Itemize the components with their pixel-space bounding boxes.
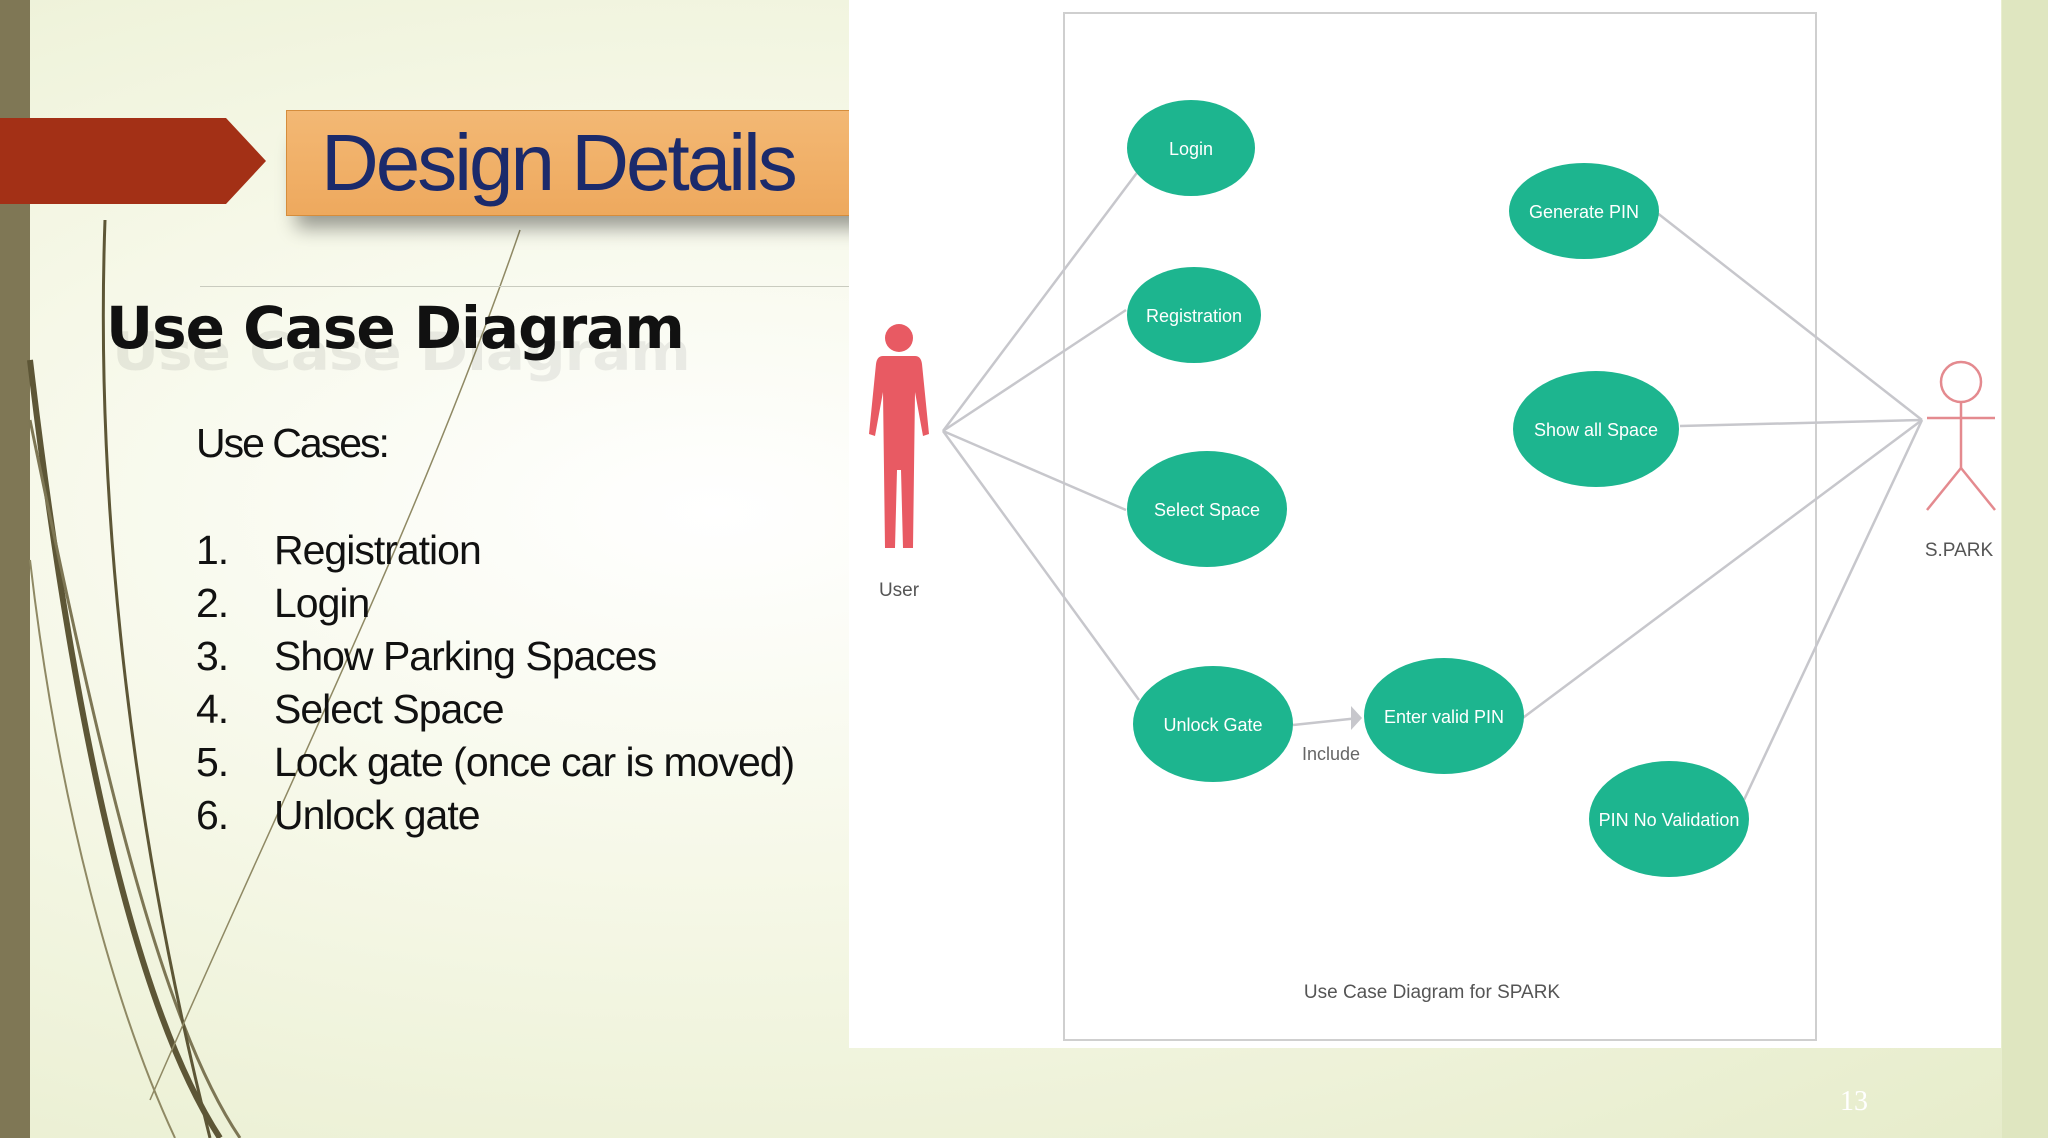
list-item: 1. Registration (196, 527, 794, 580)
use-case-diagram: Login Registration Select Space Unlock G… (869, 12, 1996, 1041)
list-item-number: 6. (196, 792, 229, 838)
use-cases-heading: Use Cases: (196, 420, 390, 466)
list-item: 5. Lock gate (once car is moved) (196, 739, 795, 792)
list-item-number: 1. (196, 527, 229, 573)
use-case-labels: Login Registration Select Space Unlock G… (1146, 139, 1739, 830)
list-item-text: Unlock gate (274, 792, 481, 838)
list-item-text: Select Space (274, 686, 505, 732)
include-label: Include (1302, 744, 1360, 764)
title-arrow (0, 118, 266, 204)
use-case-pin-validation (1589, 761, 1749, 877)
use-case-label: Unlock Gate (1163, 715, 1262, 735)
subtitle-reflection: Use Case Diagram (112, 321, 691, 383)
use-case-registration (1127, 267, 1261, 363)
person-figure-icon (869, 324, 929, 548)
list-item-text: Lock gate (once car is moved) (274, 739, 795, 785)
list-item-number: 2. (196, 580, 229, 626)
use-case-label: Select Space (1154, 500, 1260, 520)
list-item: 2. Login (196, 580, 794, 633)
list-item-number: 3. (196, 633, 229, 679)
use-case-generate-pin (1509, 163, 1659, 259)
use-case-list: 1. Registration 2. Login 3. Show Parking Sp… (196, 527, 795, 845)
use-case-label: PIN No Validation (1599, 810, 1740, 830)
use-case-show-all-space (1513, 371, 1679, 487)
list-item: 4. Select Space (196, 686, 794, 739)
use-case-label: Generate PIN (1529, 202, 1639, 222)
list-item: 3. Show Parking Spaces (196, 633, 794, 686)
use-case-label: Enter valid PIN (1384, 707, 1504, 727)
list-item-text: Registration (274, 527, 482, 573)
include-arrowhead (1351, 706, 1362, 730)
title-divider (200, 286, 850, 287)
right-accent-bar (2002, 0, 2048, 1138)
use-case-label: Show all Space (1534, 420, 1658, 440)
list-item-number: 5. (196, 739, 229, 785)
list-item: 6. Unlock gate (196, 792, 794, 845)
use-case-label: Registration (1146, 306, 1242, 326)
list-item-text: Login (274, 580, 370, 626)
decorative-swoosh (27, 219, 521, 1138)
association-lines (941, 169, 1924, 801)
use-case-label: Login (1169, 139, 1213, 159)
page-number: 13 (1840, 1086, 1868, 1117)
slide-subtitle: Use Case Diagram (106, 294, 685, 362)
use-case-login (1127, 100, 1255, 196)
use-case-ellipses (1127, 100, 1749, 877)
diagram-caption: Use Case Diagram for SPARK (1304, 982, 1561, 1003)
list-item-text: Show Parking Spaces (274, 633, 657, 679)
slide-title: Design Details (321, 118, 798, 207)
use-case-select-space (1127, 451, 1287, 567)
actor-label-spark: S.PARK (1925, 540, 1994, 561)
use-case-diagram-image: Login Registration Select Space Unlock G… (849, 0, 2001, 1048)
stick-figure-icon (1926, 360, 1996, 511)
actor-label-user: User (879, 580, 920, 601)
use-case-unlock-gate (1133, 666, 1293, 782)
list-item-number: 4. (196, 686, 229, 732)
use-case-enter-valid-pin (1364, 658, 1524, 774)
